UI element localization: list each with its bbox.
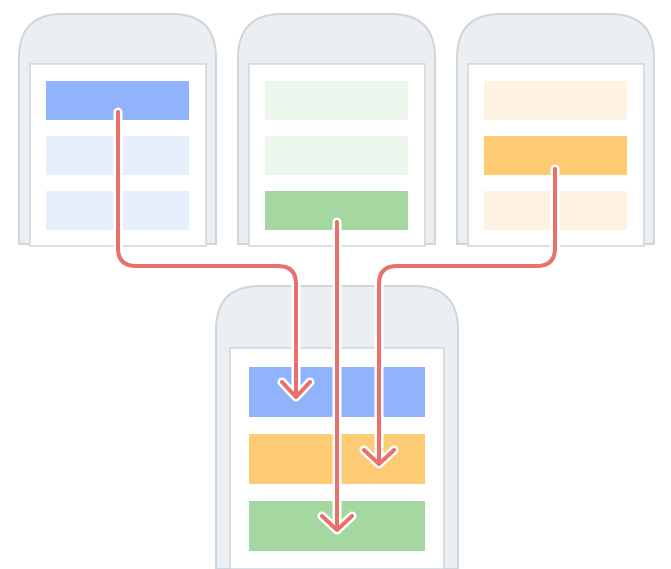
arrow-orange-to-middle-head bbox=[362, 448, 396, 466]
arrow-orange-to-middle bbox=[377, 167, 557, 465]
list-bar bbox=[265, 136, 408, 175]
arrow-green-to-bottom-head bbox=[320, 514, 354, 532]
list-bar bbox=[484, 81, 627, 120]
list-bar bbox=[265, 81, 408, 120]
arrow-strokes bbox=[116, 110, 557, 532]
arrow-blue-to-top bbox=[116, 110, 298, 398]
arrows bbox=[113, 107, 560, 535]
source-phone-green bbox=[237, 13, 436, 247]
arrow-blue-to-top-head bbox=[280, 380, 312, 399]
